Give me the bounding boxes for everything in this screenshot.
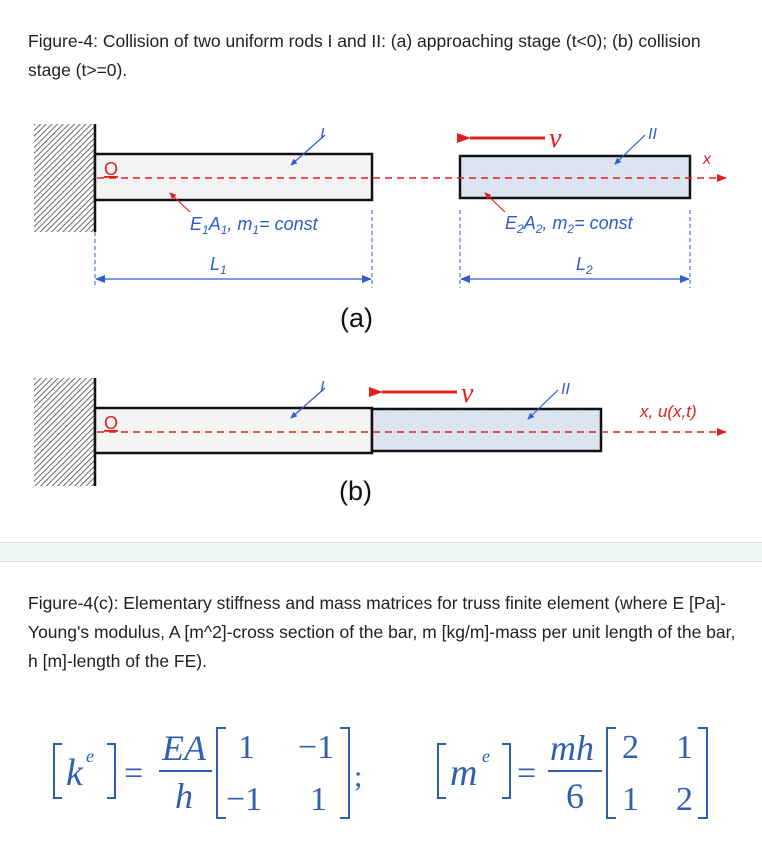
stiffness-symbol-right-bracket xyxy=(107,743,116,799)
panel-b: x, u(x,t) O v I II (b) xyxy=(34,378,727,506)
mass-superscript: e xyxy=(482,746,490,766)
stiffness-m22: 1 xyxy=(310,781,327,818)
rod-1-tag-leader-b xyxy=(290,387,326,419)
stiffness-m11: 1 xyxy=(238,729,255,766)
stiffness-matrix-left-bracket xyxy=(216,727,226,819)
rod-1-tag-a: I xyxy=(320,126,325,143)
mass-m12: 1 xyxy=(676,729,693,766)
mass-numerator: mh xyxy=(550,728,594,768)
rod-2-tag-leader-a xyxy=(614,134,646,165)
rod-2-b xyxy=(370,407,603,453)
wall-hatch-b xyxy=(34,378,96,486)
rod-2-tag-b: II xyxy=(561,381,570,398)
rod-1-props: E1A1, m1= const xyxy=(190,214,319,237)
mass-denominator: 6 xyxy=(566,776,584,816)
mass-symbol-left-bracket xyxy=(437,743,446,799)
mass-formula: m e = mh 6 2 1 1 2 xyxy=(437,727,708,819)
figure-4c-caption: Figure-4(c): Elementary stiffness and ma… xyxy=(28,593,736,671)
rod-2-a xyxy=(458,154,692,200)
velocity-label-a: v xyxy=(549,123,562,154)
rod-1-props-leader xyxy=(169,192,191,213)
panel-a: x O v I II E1A1, m1= const E2A2, m2= con… xyxy=(34,123,727,333)
stiffness-symbol-left-bracket xyxy=(53,743,62,799)
rod-collision-diagram: x O v I II E1A1, m1= const E2A2, m2= con… xyxy=(34,123,727,506)
figure-4c-card xyxy=(0,561,762,863)
rod-2-props: E2A2, m2= const xyxy=(505,213,634,236)
x-axis-label-b: x, u(x,t) xyxy=(639,402,697,421)
stiffness-numerator: EA xyxy=(161,728,207,768)
figure-4-caption: Figure-4: Collision of two uniform rods … xyxy=(28,31,701,80)
panel-a-label: (a) xyxy=(340,303,373,333)
stiffness-denominator: h xyxy=(175,776,193,816)
x-axis-label-a: x xyxy=(702,151,712,168)
mass-symbol: m xyxy=(450,752,477,794)
wall-hatch-a xyxy=(34,124,96,232)
mass-symbol-right-bracket xyxy=(502,743,511,799)
stiffness-equals: = xyxy=(124,755,143,792)
mass-m11: 2 xyxy=(622,729,639,766)
stiffness-m21: −1 xyxy=(226,781,262,818)
mass-equals: = xyxy=(517,755,536,792)
rod-1-b xyxy=(93,406,374,455)
mass-matrix-left-bracket xyxy=(606,727,616,819)
mass-m21: 1 xyxy=(622,781,639,818)
stiffness-formula: k e = EA h 1 −1 −1 1 ; xyxy=(53,727,362,819)
rod-2-tag-a: II xyxy=(648,126,657,143)
mass-m22: 2 xyxy=(676,781,693,818)
length-1-label: L1 xyxy=(210,254,227,277)
origin-label-a: O xyxy=(104,159,118,179)
stiffness-m12: −1 xyxy=(298,729,334,766)
rod-1-tag-b: I xyxy=(320,379,325,396)
mass-matrix-right-bracket xyxy=(698,727,708,819)
stiffness-separator: ; xyxy=(354,760,362,793)
velocity-label-b: v xyxy=(461,378,474,409)
stiffness-superscript: e xyxy=(86,746,94,766)
panel-b-label: (b) xyxy=(339,476,372,506)
rod-1-a xyxy=(93,152,374,202)
length-2-label: L2 xyxy=(576,254,593,277)
rod-2-tag-leader-b xyxy=(527,389,559,420)
rod-2-props-leader xyxy=(484,192,506,213)
matrix-formulas: k e = EA h 1 −1 −1 1 ; m e = mh 6 2 1 1 … xyxy=(53,727,708,819)
rod-1-tag-leader-a xyxy=(290,134,326,166)
origin-label-b: O xyxy=(104,413,118,433)
stiffness-matrix-right-bracket xyxy=(340,727,350,819)
stiffness-symbol: k xyxy=(66,752,84,794)
